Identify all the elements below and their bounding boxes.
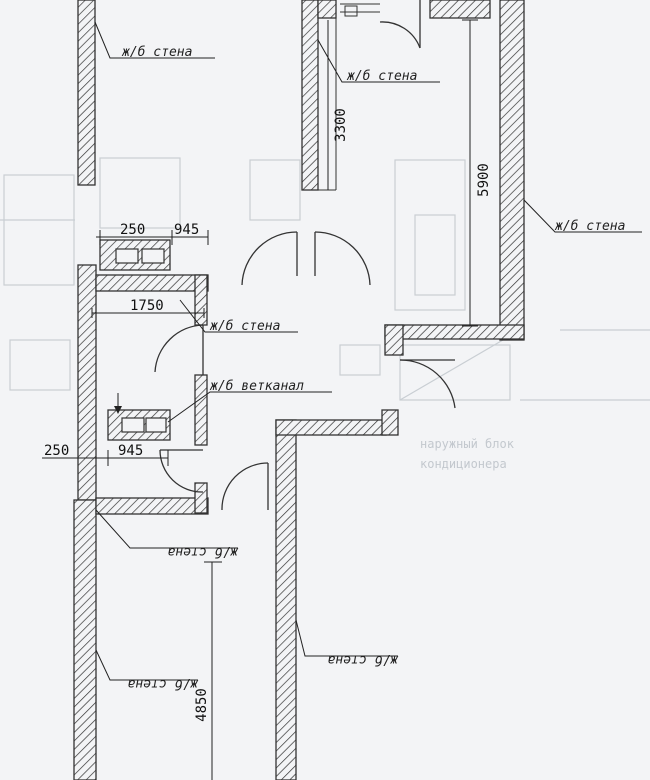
wall-top-mid-stub [317,0,337,19]
faint-background-graphics [0,157,650,401]
wall-top-right-stub [429,0,491,19]
label-wall-6-mirrored: ж/б стена [128,676,199,691]
label-wall-2: ж/б стена [346,69,417,84]
door-swing-lower [221,462,269,511]
faint-label-1: наружный блок [420,437,515,451]
dimension-lines [42,19,478,780]
window-lines [340,3,380,17]
wall-horizontal-lower [95,497,209,515]
wall-left-upper [77,0,96,186]
door-swing-double-left [241,231,298,286]
dim-4850: 4850 [194,688,210,722]
door-swing-right [399,359,456,409]
dim-945-top: 945 [174,222,199,238]
door-swing-top-right [379,21,421,49]
wall-left-mid [77,264,97,501]
label-wall-1: ж/б стена [121,45,192,60]
label-wall-4: ж/б стена [209,319,280,334]
dim-1750: 1750 [130,298,164,314]
wall-small-block [384,324,404,356]
wall-short-vertical [194,274,208,326]
wall-short-vertical-3 [194,482,208,514]
label-leaders [94,21,642,681]
wall-horizontal-right [275,419,387,436]
label-vent-channel: ж/б ветканал [209,379,304,394]
door-swings [154,0,456,511]
label-wall-3: ж/б стена [554,219,625,234]
dim-945-bottom: 945 [118,443,143,459]
wall-small-block-2 [381,409,399,436]
label-wall-5-mirrored: ж/б стена [168,544,239,559]
wall-lower-central [275,419,297,780]
inner-light-lines [318,18,337,191]
wall-central-column [301,0,319,191]
dim-250-top: 250 [120,222,145,238]
door-swing-double-right [314,231,371,286]
wall-horizontal-1750 [95,274,209,292]
dim-3300: 3300 [333,108,349,142]
faint-label-2: кондиционера [420,457,507,471]
wall-horizontal-5900 [384,324,525,340]
wall-right [499,0,525,341]
walls [73,0,525,780]
door-swing-corridor-left [154,324,204,373]
dim-250-bottom: 250 [44,443,69,459]
vent-channel-cells [115,248,167,433]
dim-5900: 5900 [476,163,492,197]
label-wall-7-mirrored: ж/б стена [328,652,399,667]
wall-left-lower [73,499,97,780]
wall-short-vertical-2 [194,374,208,446]
